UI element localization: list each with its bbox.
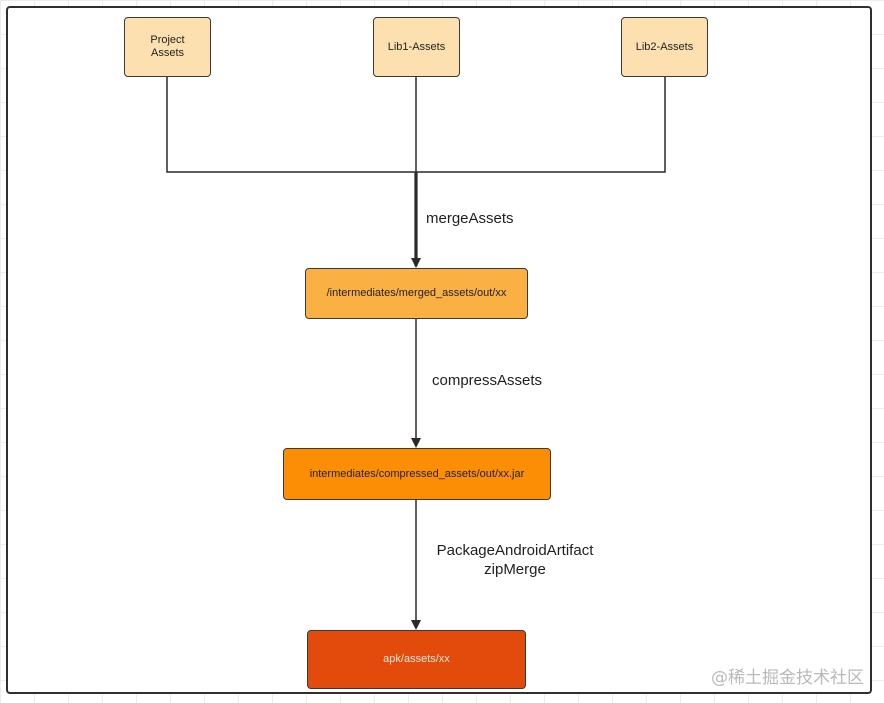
connector-project — [166, 77, 416, 173]
label-package-android-artifact: PackageAndroidArtifact — [436, 542, 594, 559]
label-merge-assets: mergeAssets — [426, 210, 514, 227]
label-zip-merge: zipMerge — [484, 561, 546, 578]
watermark: @稀土掘金技术社区 — [711, 668, 864, 688]
node-compressed-assets: intermediates/compressed_assets/out/xx.j… — [283, 448, 551, 500]
label-package: PackageAndroidArtifact zipMerge — [420, 541, 610, 579]
connector-lib2 — [416, 77, 666, 173]
node-project-assets: Project Assets — [124, 17, 211, 77]
node-lib2-assets: Lib2-Assets — [621, 17, 708, 77]
node-apk-assets: apk/assets/xx — [307, 630, 526, 689]
node-lib1-assets: Lib1-Assets — [373, 17, 460, 77]
label-compress-assets: compressAssets — [432, 372, 543, 389]
diagram-canvas — [6, 6, 872, 694]
node-merged-assets: /intermediates/merged_assets/out/xx — [305, 268, 528, 319]
